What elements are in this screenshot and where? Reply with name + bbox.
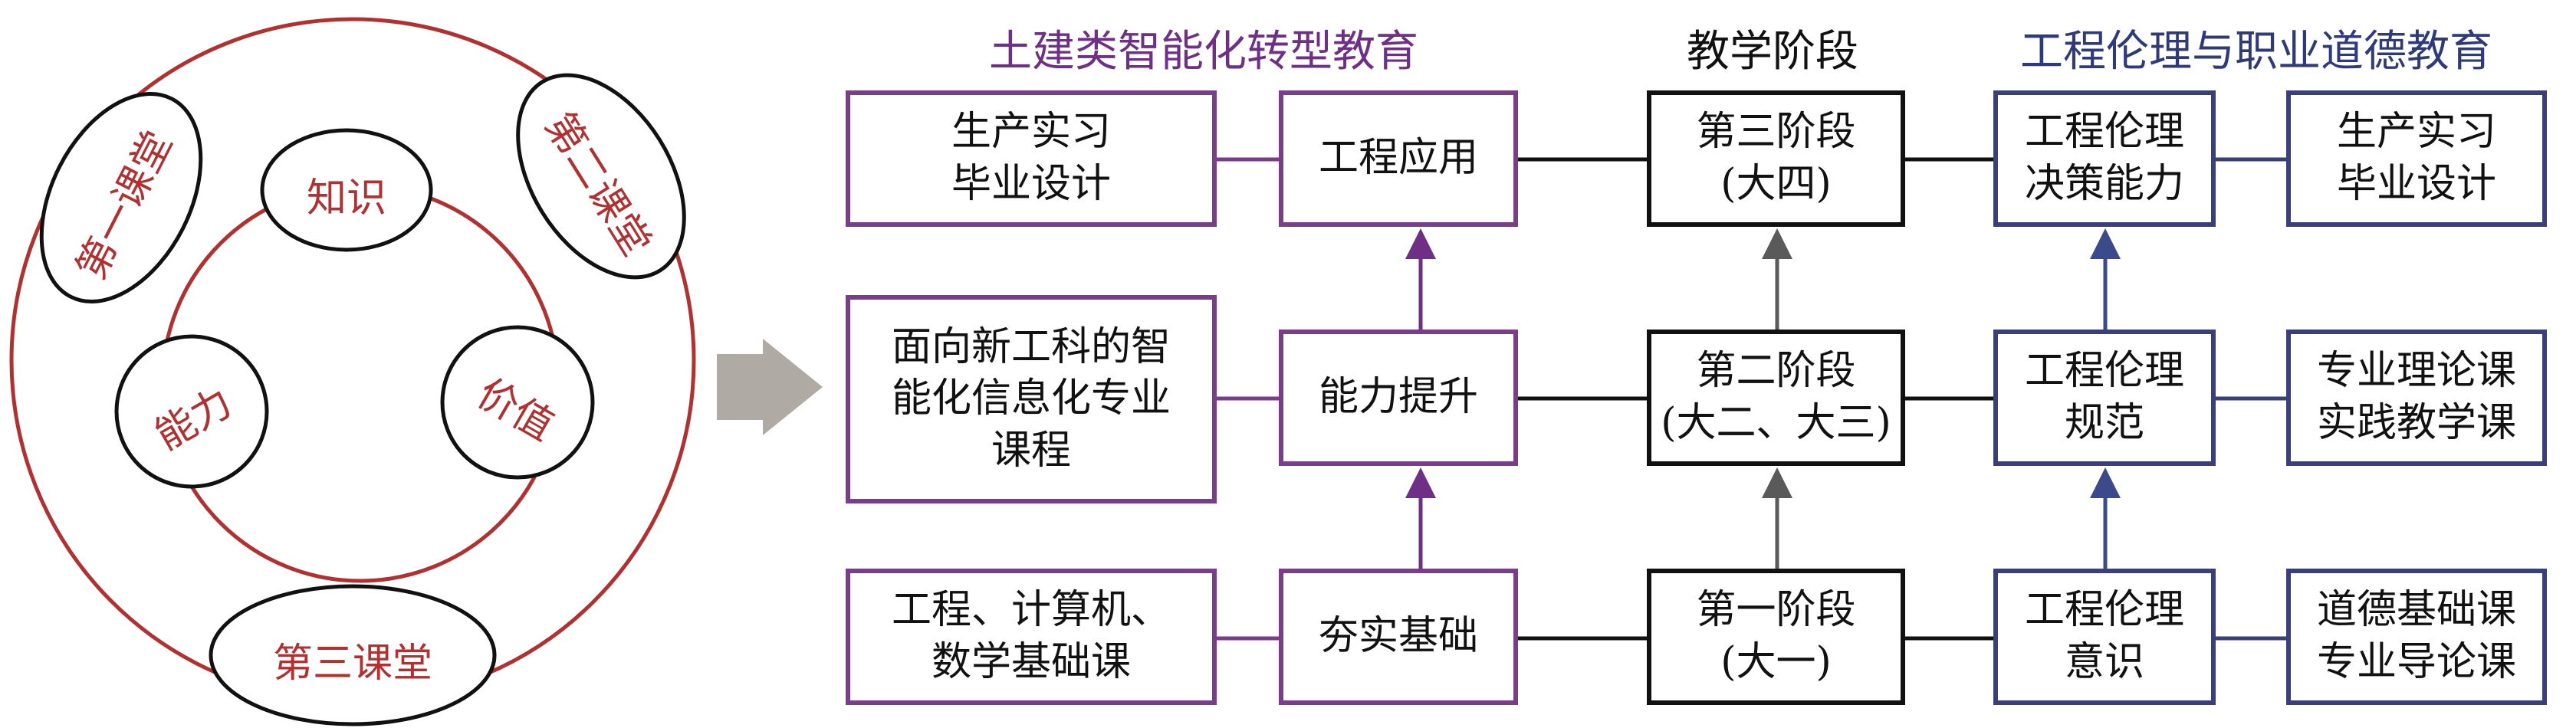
course-box-middle: 面向新工科的智 能化信息化专业 课程 <box>846 295 1217 503</box>
value-ellipse <box>440 325 595 480</box>
first-classroom-ellipse <box>39 91 203 304</box>
stage-box-second: 第二阶段 (大二、大三) <box>1647 330 1905 466</box>
knowledge-label: 知识 <box>306 175 386 221</box>
big-right-arrow <box>717 339 823 435</box>
goal-box-solid-foundation: 夯实基础 <box>1279 569 1518 705</box>
ethics-course-box-middle: 专业理论课 实践教学课 <box>2286 330 2547 466</box>
heading-teaching-stages: 教学阶段 <box>1687 27 1858 77</box>
knowledge-ellipse <box>260 128 433 252</box>
stage-box-third: 第三阶段 (大四) <box>1647 90 1905 227</box>
ethics-box-awareness: 工程伦理 意识 <box>1993 569 2216 705</box>
stage-box-first: 第一阶段 (大一) <box>1647 569 1905 705</box>
ethics-box-norms: 工程伦理 规范 <box>1993 330 2216 466</box>
goal-box-engineering-application: 工程应用 <box>1279 90 1518 227</box>
third-classroom-ellipse <box>209 584 497 726</box>
goal-box-ability-improvement: 能力提升 <box>1279 330 1518 466</box>
ability-ellipse <box>114 334 269 489</box>
ethics-course-box-top: 生产实习 毕业设计 <box>2286 90 2547 227</box>
heading-ethics-education: 工程伦理与职业道德教育 <box>2020 27 2492 77</box>
heading-smart-transformation: 土建类智能化转型教育 <box>989 27 1418 77</box>
ethics-box-decision: 工程伦理 决策能力 <box>1993 90 2216 227</box>
course-box-top: 生产实习 毕业设计 <box>846 90 1217 227</box>
ethics-course-box-bottom: 道德基础课 专业导论课 <box>2286 569 2547 705</box>
third-classroom-label: 第三课堂 <box>272 641 432 687</box>
second-classroom-ellipse <box>516 73 686 280</box>
course-box-bottom: 工程、计算机、 数学基础课 <box>846 569 1217 705</box>
